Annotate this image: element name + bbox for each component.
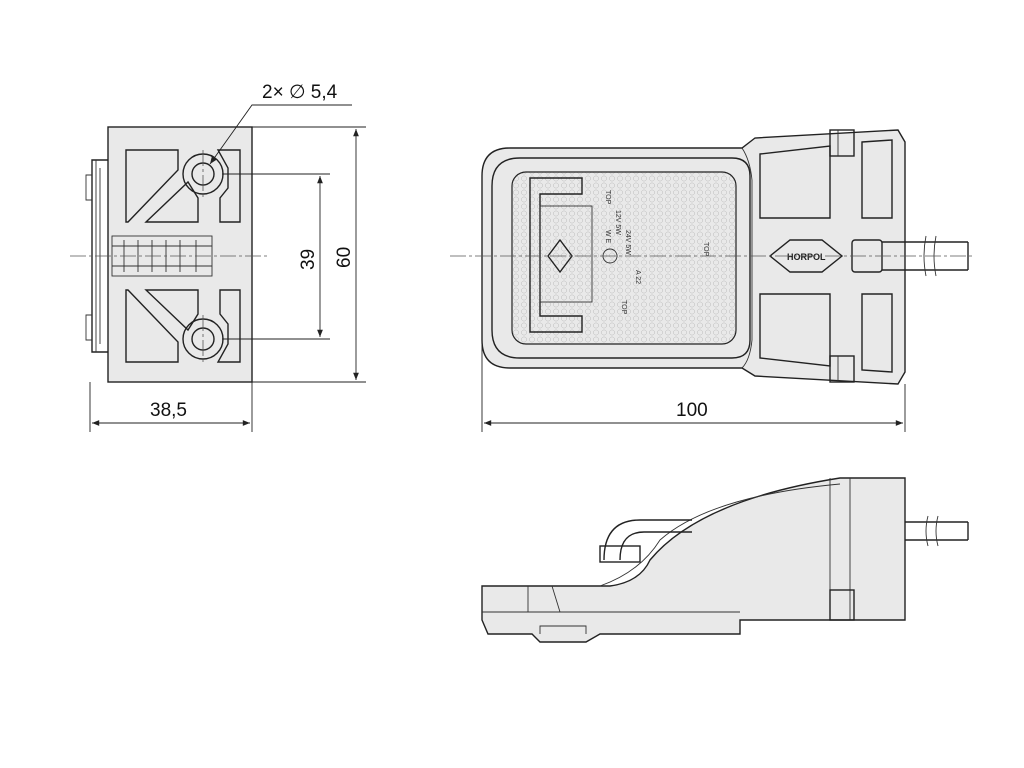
front-cavity-mid — [144, 180, 199, 223]
housing-logo-text: HORPOL — [787, 252, 826, 262]
housing-logo-icon — [768, 239, 844, 273]
top-clip-upper — [829, 129, 855, 157]
dim-60-label: 60 — [334, 247, 355, 268]
side-wire-loop — [603, 519, 692, 561]
top-lens — [511, 171, 737, 345]
front-cavity-bottom-left — [125, 289, 179, 363]
side-cable-break-marks — [925, 515, 939, 547]
dim-100-label: 100 — [676, 400, 708, 421]
side-foot — [539, 625, 587, 634]
lens-markings: TOP 12V 5W 24V 5W W E A 22 TOP — [604, 190, 641, 315]
dim-39-label: 39 — [298, 249, 319, 270]
hole-callout-label: 2× ∅ 5,4 — [262, 82, 338, 103]
front-center-channel — [111, 235, 213, 277]
top-lens-bracket — [529, 177, 583, 333]
lens-text-top-bottom: TOP — [620, 300, 627, 315]
dim-385-label: 38,5 — [150, 400, 187, 421]
hole-leader-line — [209, 104, 352, 165]
top-housing-step — [741, 147, 753, 369]
front-cavity-top-left — [125, 149, 179, 223]
top-clip-lower — [829, 355, 855, 383]
top-rear-cavity-upper — [759, 145, 831, 219]
front-cavity-top-right — [216, 149, 241, 223]
front-channel-edges — [112, 245, 212, 267]
top-rear-slot-upper — [861, 139, 893, 219]
top-rear-slot-lower — [861, 293, 893, 373]
side-base-details — [527, 585, 561, 613]
front-cavity-bottom-right — [216, 289, 241, 363]
housing-top-text: TOP — [702, 242, 709, 257]
side-connector — [599, 545, 641, 563]
side-housing-outline — [481, 477, 906, 643]
front-tabs — [85, 174, 92, 341]
top-lens-rim — [491, 157, 751, 359]
side-slope-line — [599, 483, 841, 587]
lens-text-a22: A 22 — [634, 270, 641, 284]
lens-text-12v: 12V 5W — [614, 210, 621, 235]
side-view — [481, 477, 969, 643]
top-lens-logo-icon — [547, 238, 573, 274]
lens-text-24v: 24V 5W — [624, 230, 631, 255]
lens-text-top: TOP — [604, 190, 611, 205]
front-cavity-bottom-mid — [144, 289, 199, 332]
top-lens-window — [539, 205, 593, 303]
side-clip — [829, 589, 855, 621]
front-view: 2× ∅ 5,4 39 60 38,5 — [70, 82, 366, 432]
lens-text-we: W E — [604, 230, 611, 244]
top-view: TOP 12V 5W 24V 5W W E A 22 TOP TOP HORPO… — [450, 129, 975, 432]
